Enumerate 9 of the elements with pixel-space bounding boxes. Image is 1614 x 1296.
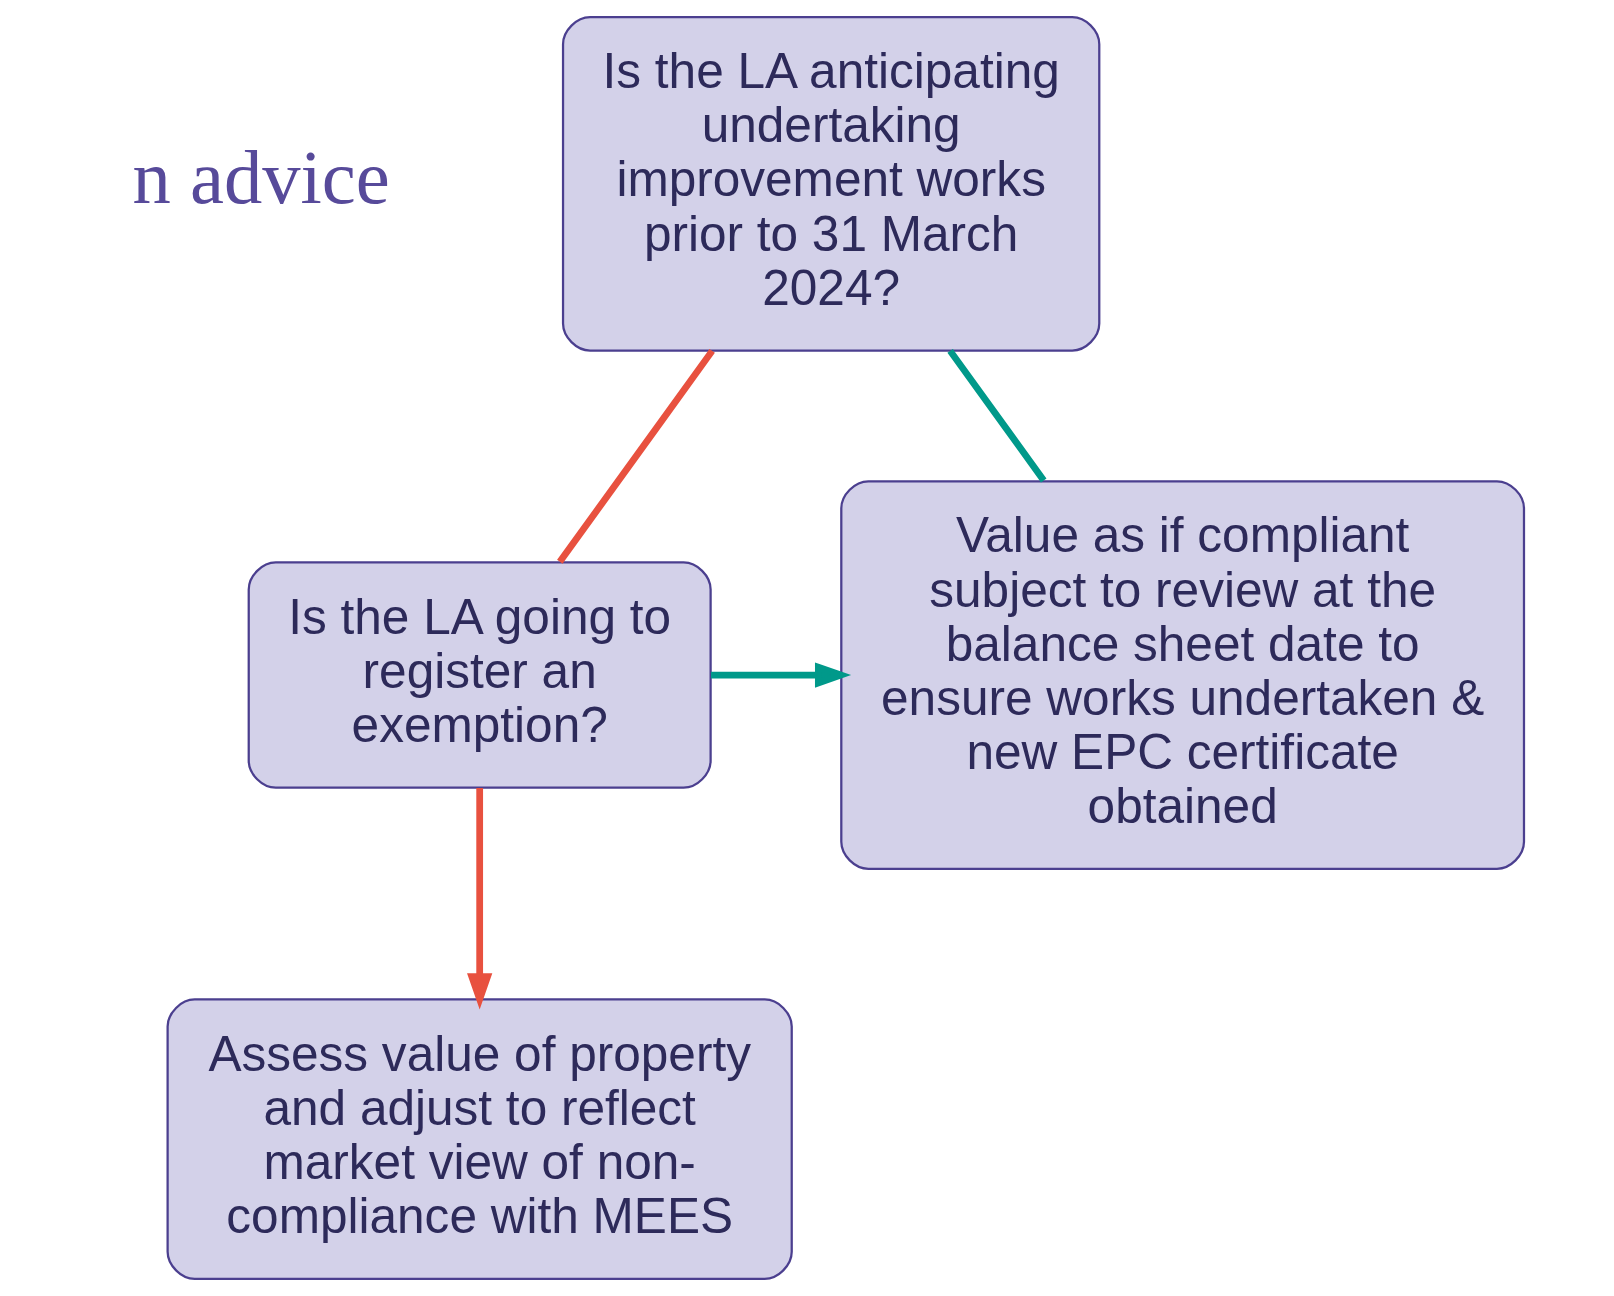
arrow	[466, 787, 492, 1010]
node-box: Is the LA anticipating undertaking improvement works prior to 31 March 2024?	[561, 16, 1100, 352]
node-box: Assess value of property and adjust to reflect market view of non-compliance with MEES	[166, 998, 793, 1280]
node-box: Is the LA going to register an exemption?	[247, 561, 712, 789]
connector	[946, 348, 1046, 483]
label: n advice	[131, 135, 390, 221]
arrow	[710, 662, 851, 688]
connector	[556, 348, 715, 564]
node-box: Value as if compliant subject to review at the balance sheet date to ensure works undertaken & new EPC certificate obtained	[839, 480, 1525, 870]
